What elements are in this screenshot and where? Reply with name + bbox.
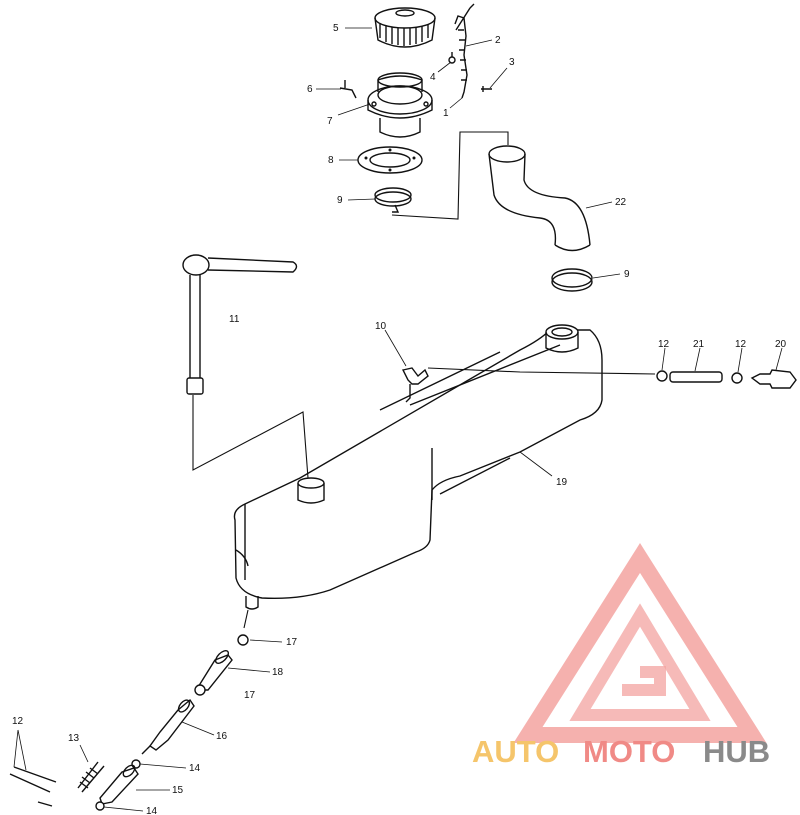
filler-cap: [374, 7, 436, 48]
callout-3: 3: [509, 57, 515, 68]
callout-13: 13: [68, 733, 80, 744]
callout-8: 8: [328, 155, 334, 166]
logo-triangle: [513, 543, 767, 743]
screw-3: [481, 86, 492, 92]
clamp-17: [237, 634, 249, 646]
clamp-14a: [131, 759, 141, 769]
callout-14-upper: 14: [189, 763, 201, 774]
callout-2: 2: [495, 35, 501, 46]
fuel-filter-16: [141, 698, 195, 755]
callout-16: 16: [216, 731, 228, 742]
watermark-logo: [513, 543, 767, 743]
filler-neck: [367, 72, 433, 138]
clamp-17b: [194, 684, 206, 696]
tether-chain: [454, 15, 468, 99]
callout-6: 6: [307, 84, 313, 95]
screw-4: [448, 56, 456, 64]
vent-elbow: [401, 367, 429, 403]
callout-11: 11: [229, 314, 240, 325]
callout-7: 7: [327, 116, 333, 127]
clamp-14b: [95, 801, 105, 811]
callout-12-right: 12: [735, 339, 747, 350]
callout-14-lower: 14: [146, 806, 158, 815]
exploded-link-sender: [192, 395, 309, 479]
callout-17-upper: 17: [286, 637, 298, 648]
leader-lines: [13, 27, 783, 812]
callout-4: 4: [430, 72, 436, 83]
callout-21: 21: [693, 339, 705, 350]
watermark-moto: MOTO: [583, 734, 675, 769]
callout-1: 1: [443, 108, 449, 119]
gasket: [357, 146, 423, 174]
callout-12-left: 12: [658, 339, 670, 350]
exploded-link-outlet: [243, 609, 249, 629]
hose-clamp-upper: [374, 187, 412, 213]
fuel-tank: [233, 324, 603, 610]
fuel-hose-18: [194, 649, 233, 691]
logo-g-mark: [622, 666, 666, 696]
fuel-sender: [182, 254, 298, 395]
callout-15: 15: [172, 785, 184, 796]
tether-clip: [455, 3, 475, 31]
cable-ties-12: [9, 766, 57, 807]
fuel-hose-15: [99, 764, 139, 805]
watermark-hub: HUB: [703, 734, 770, 769]
exploded-link-vent: [427, 367, 656, 375]
watermark-auto: AUTO: [472, 734, 559, 769]
callout-20: 20: [775, 339, 787, 350]
spring-13: [77, 761, 105, 793]
vent-line-assembly: [656, 369, 797, 389]
callout-10: 10: [375, 321, 387, 332]
callout-12-bottom: 12: [12, 716, 24, 727]
callout-5: 5: [333, 23, 339, 34]
vent-fitting-6: [339, 80, 357, 99]
callout-18: 18: [272, 667, 284, 678]
callout-9-upper: 9: [337, 195, 343, 206]
callout-17-lower: 17: [244, 690, 256, 701]
exploded-link-filler: [391, 131, 509, 220]
filler-hose: [488, 145, 591, 252]
callout-9-lower: 9: [624, 269, 630, 280]
logo-inner: [569, 603, 711, 721]
hose-clamp-lower: [551, 268, 593, 292]
callout-19: 19: [556, 477, 568, 488]
callout-22: 22: [615, 197, 627, 208]
